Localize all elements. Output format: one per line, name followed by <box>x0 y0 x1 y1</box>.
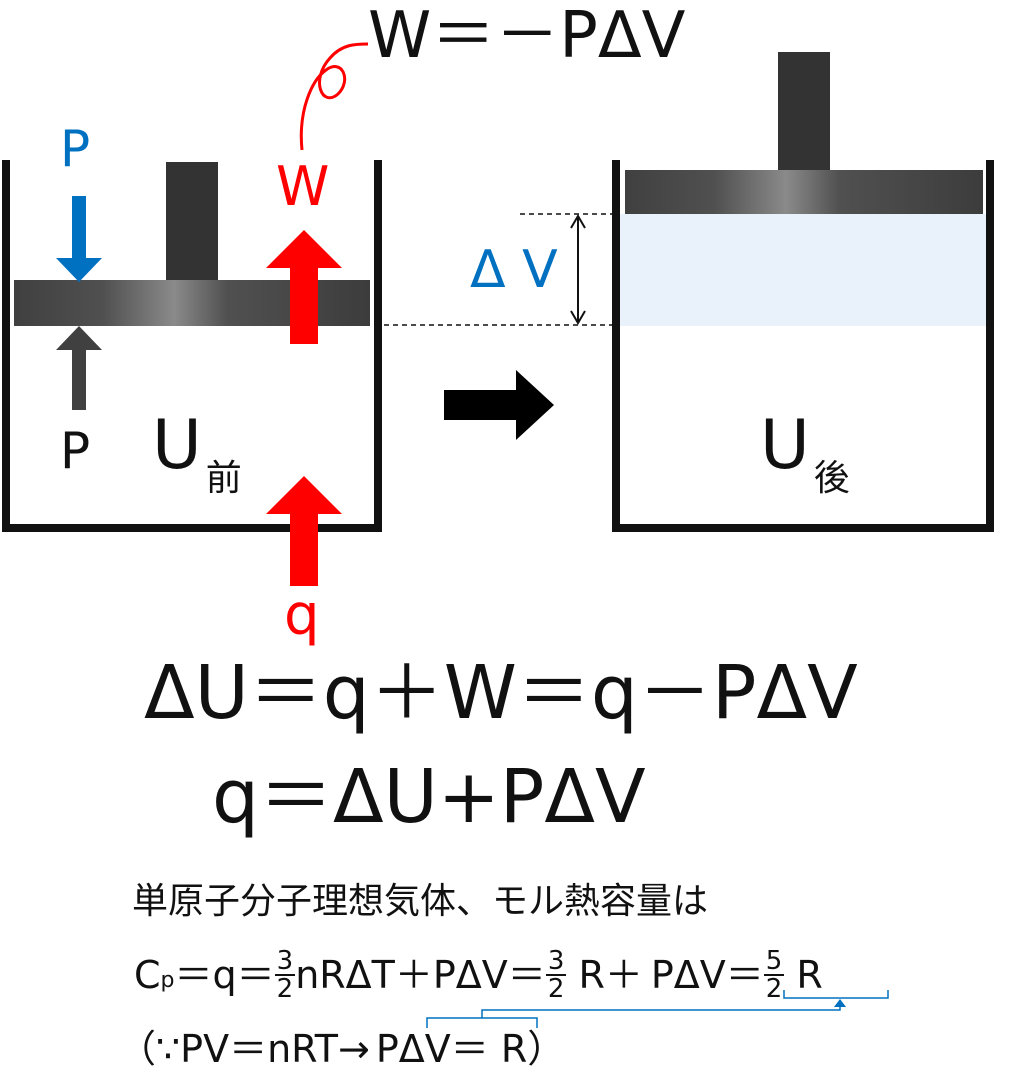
cp-symbol: C <box>134 953 161 997</box>
u-symbol-after: U <box>760 406 810 485</box>
fraction-denominator: 2 <box>276 974 294 1004</box>
heat-label: q <box>284 583 320 648</box>
nrdt-term: nRΔT＋ <box>295 953 433 997</box>
reason-line: （∵PV＝nRT→PΔV＝ R） <box>118 1030 565 1068</box>
cp-equals: ＝q＝ <box>174 953 275 997</box>
gas-expansion-region <box>619 214 987 326</box>
pdv-term-2: PΔV <box>650 953 726 997</box>
cylinder-before <box>2 160 382 532</box>
fraction-numerator: 5 <box>763 946 785 976</box>
process-arrow <box>444 370 554 440</box>
u-subscript-before: 前 <box>205 458 242 499</box>
pdv-term-1: PΔV <box>432 953 508 997</box>
work-formula: W＝－PΔV <box>368 0 686 73</box>
fraction-denominator: 2 <box>765 974 783 1004</box>
pressure-arrow-internal <box>56 326 102 410</box>
r-term-end: R <box>784 953 823 997</box>
r-plus-term: R＋ <box>566 953 643 997</box>
u-symbol-before: U <box>152 406 202 485</box>
cylinder-after <box>612 160 994 532</box>
fraction-numerator: 3 <box>274 946 296 976</box>
equals-sign-2: ＝ <box>507 953 546 997</box>
reason-open: （∵PV＝nRT→ <box>118 1027 370 1071</box>
pressure-label-external: P <box>60 120 91 178</box>
fraction-numerator: 3 <box>545 946 567 976</box>
work-label: W <box>276 155 330 218</box>
pdv-bracket-cp <box>783 990 889 999</box>
u-subscript-after: 後 <box>813 458 850 499</box>
cp-subscript: p <box>160 968 175 993</box>
equals-sign-3: ＝ <box>725 953 764 997</box>
work-squiggle <box>299 42 369 151</box>
heat-arrow <box>266 476 342 586</box>
fraction-denominator: 2 <box>547 974 565 1004</box>
work-arrow <box>266 230 342 344</box>
pressure-arrow-external <box>56 196 102 282</box>
piston-after <box>625 170 983 214</box>
reason-pdv: PΔV <box>375 1027 451 1071</box>
reason-close: ＝ R） <box>450 1027 566 1071</box>
pressure-label-internal: P <box>60 422 91 480</box>
first-law-equation: ΔU＝q＋W＝q－PΔV <box>144 650 858 736</box>
pdv-link-arrowhead <box>834 999 846 1007</box>
heat-equation: q＝ΔU+PΔV <box>212 754 646 840</box>
delta-v-arrow <box>570 214 586 325</box>
delta-v-label: Δ V <box>470 240 558 300</box>
note-title: 単原子分子理想気体、モル熱容量は <box>132 881 709 922</box>
piston-rod-after <box>778 52 830 172</box>
piston-rod-before <box>166 162 218 282</box>
